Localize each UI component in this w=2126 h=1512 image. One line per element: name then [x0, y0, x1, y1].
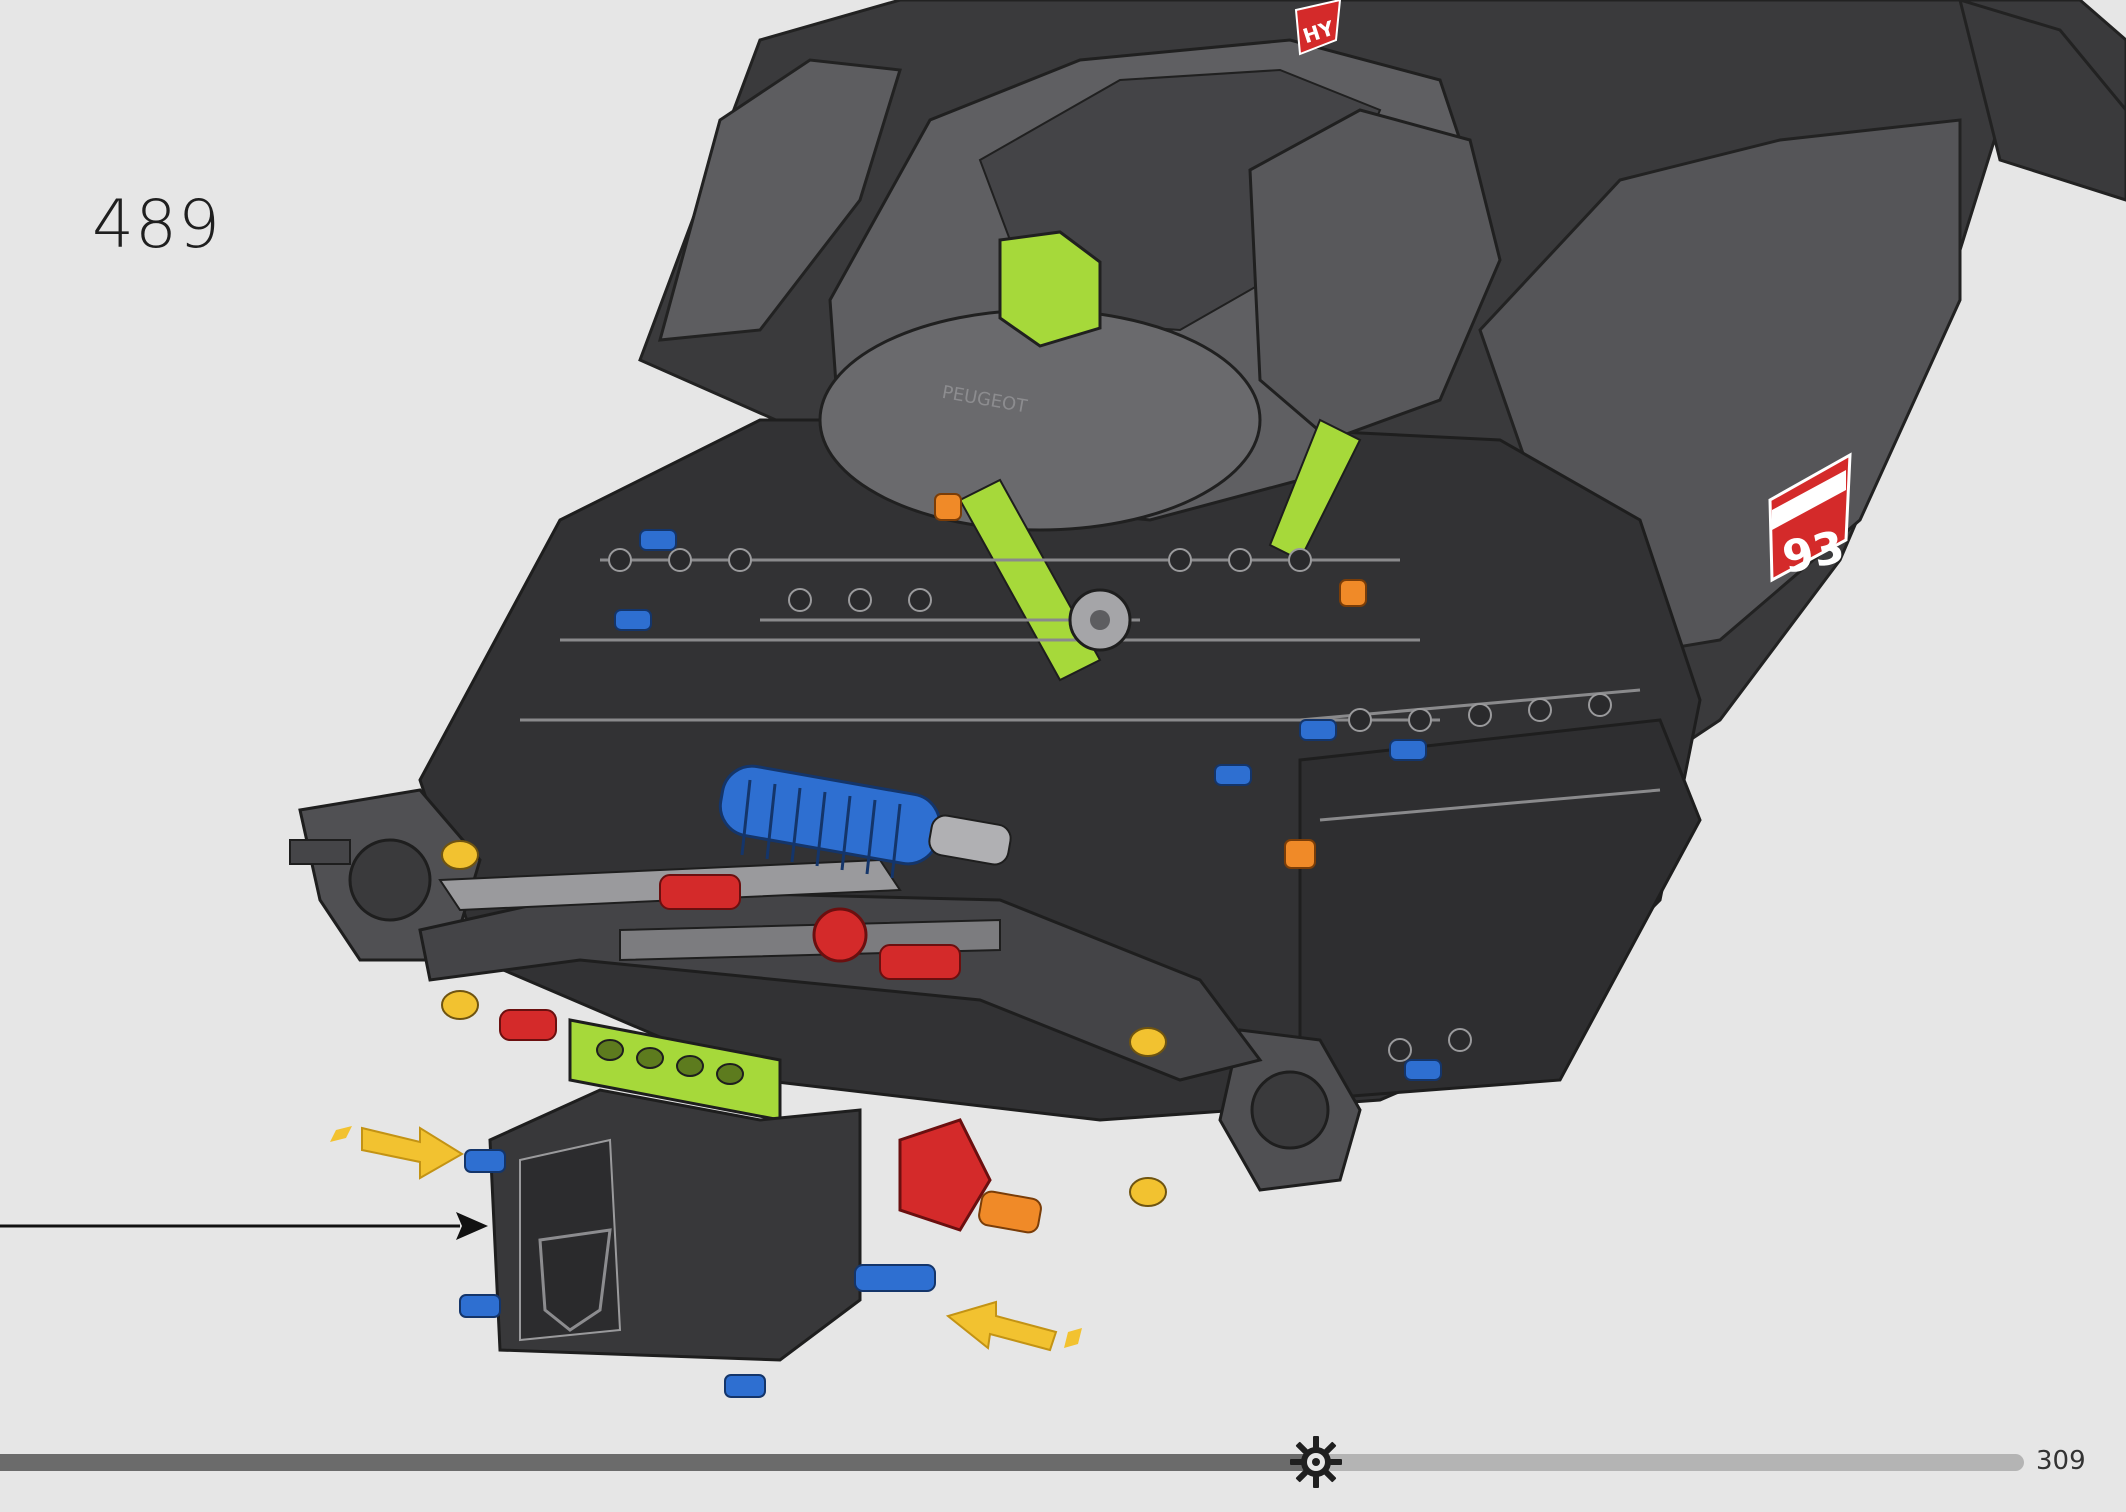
callout-arrow [0, 1212, 488, 1240]
insert-arrow-lower [945, 1300, 1082, 1352]
race-number-decal: 93 [1778, 521, 1848, 584]
shock-absorber [718, 764, 1012, 879]
insert-arrow-upper [330, 1126, 464, 1180]
progress-bar [0, 1454, 2024, 1471]
progress-gear-icon [1289, 1436, 1342, 1488]
page-number: 309 [2036, 1446, 2086, 1476]
step-number: 489 [92, 186, 221, 263]
progress-fill [0, 1454, 1316, 1471]
front-suspension [289, 493, 1442, 1398]
